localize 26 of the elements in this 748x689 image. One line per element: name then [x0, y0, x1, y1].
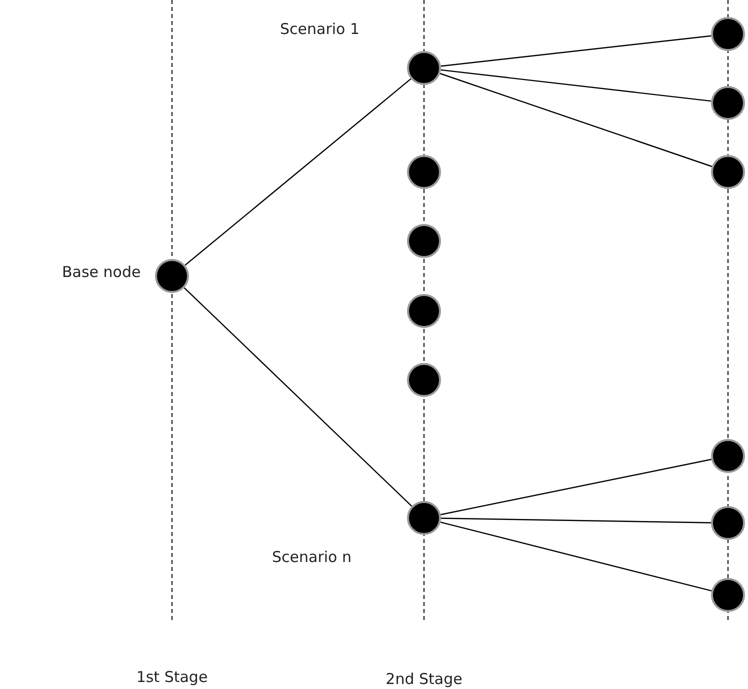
scenario-node-circle	[711, 155, 745, 189]
scenario-node-circle	[711, 578, 745, 612]
scenario-node-circle	[407, 363, 441, 397]
scenario-node-circle	[711, 439, 745, 473]
node-caption: Scenario n	[272, 548, 352, 566]
scenario-node-circle	[155, 259, 189, 293]
node-caption: Scenario 1	[280, 20, 360, 38]
connector-line	[184, 78, 412, 266]
connector-line	[184, 287, 412, 507]
scenario-node-circle	[711, 506, 745, 540]
scenario-node-circle	[407, 224, 441, 258]
scenario-node-circle	[407, 501, 441, 535]
stage-label: 1st Stage	[136, 668, 208, 686]
connector-line	[440, 69, 712, 102]
stage-label: 2nd Stage	[386, 670, 462, 688]
connector-line	[440, 458, 712, 516]
connector-line	[440, 522, 712, 592]
connector-line	[440, 35, 712, 67]
connector-line	[440, 72, 712, 168]
scenario-node-circle	[711, 86, 745, 120]
scenario-node-circle	[407, 294, 441, 328]
node-caption: Base node	[62, 263, 141, 281]
connector-line	[441, 518, 711, 524]
scenario-node-circle	[711, 17, 745, 51]
scenario-node-circle	[407, 155, 441, 189]
scenario-node-circle	[407, 51, 441, 85]
